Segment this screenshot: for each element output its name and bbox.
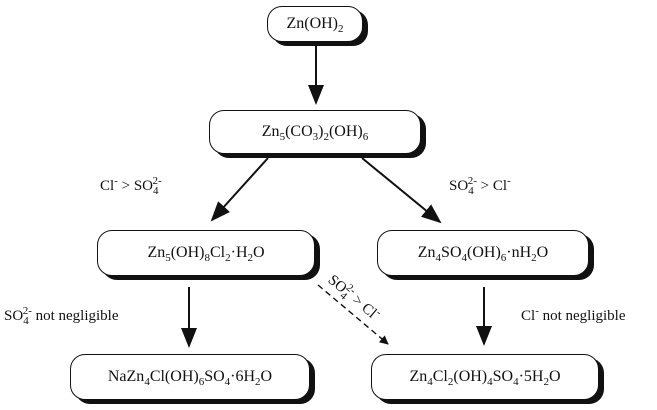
node-sodium-zinc-salt: NaZn4Cl(OH)6SO4·6H2O — [70, 354, 310, 400]
node-zinc-hydroxysulfate-text: Zn4SO4(OH)6·nH2O — [418, 244, 548, 262]
node-zinc-hydroxysulfate: Zn4SO4(OH)6·nH2O — [377, 230, 589, 276]
note-chloride-not-negligible: Cl- not negligible — [521, 308, 626, 325]
arrow-carbonate-to-chloride — [212, 158, 268, 220]
node-mixed-salt: Zn4Cl2(OH)4SO4·5H2O — [371, 354, 599, 400]
note-sulfate-not-negligible: SO42- not negligible — [4, 308, 119, 325]
arrow-carbonate-to-sulfate — [362, 158, 440, 222]
node-zinc-carbonate-hydroxide-text: Zn5(CO3)2(OH)6 — [262, 123, 368, 141]
node-zinc-carbonate-hydroxide: Zn5(CO3)2(OH)6 — [209, 110, 421, 154]
condition-chloride-over-sulfate: Cl- > SO42- — [100, 178, 162, 195]
condition-sulfate-over-chloride: SO42- > Cl- — [449, 178, 511, 195]
node-zinc-hydroxychloride-text: Zn5(OH)8Cl2·H2O — [147, 244, 264, 262]
node-zinc-hydroxychloride: Zn5(OH)8Cl2·H2O — [97, 230, 315, 276]
node-zinc-hydroxide: Zn(OH)2 — [267, 6, 363, 42]
node-mixed-salt-text: Zn4Cl2(OH)4SO4·5H2O — [409, 368, 560, 386]
node-zinc-hydroxide-text: Zn(OH)2 — [286, 15, 343, 33]
node-sodium-zinc-salt-text: NaZn4Cl(OH)6SO4·6H2O — [108, 368, 272, 386]
